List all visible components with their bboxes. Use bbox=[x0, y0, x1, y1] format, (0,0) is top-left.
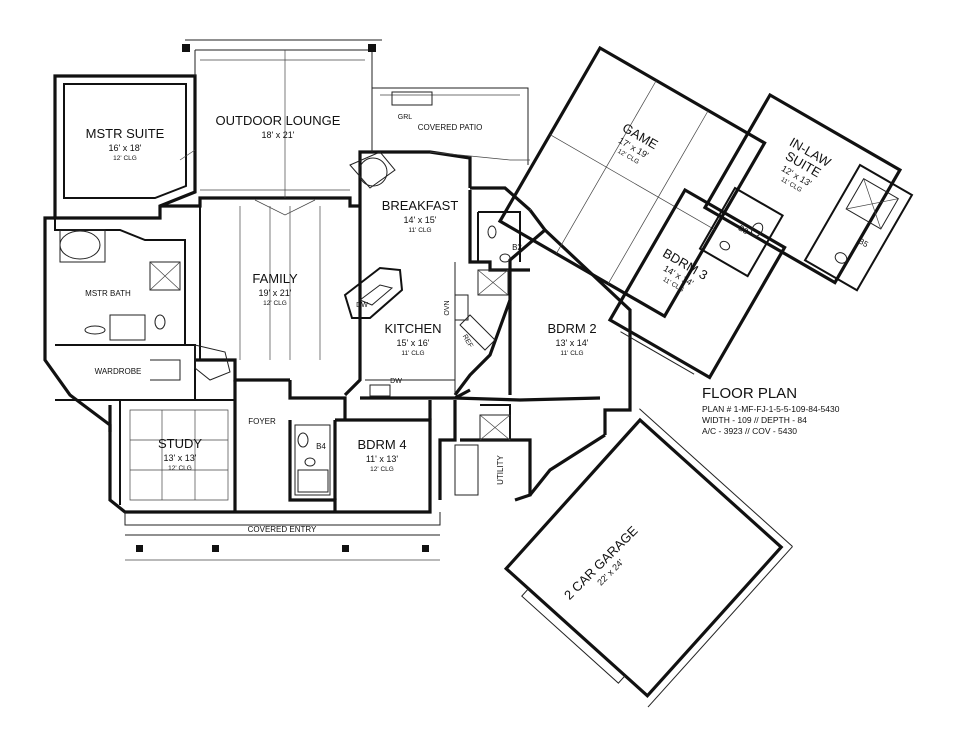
room-study: STUDY 13' x 13' 12' CLG bbox=[158, 436, 202, 472]
room-mstr-bath: MSTR BATH bbox=[85, 289, 131, 298]
room-game: GAME 17' x 19' 12' CLG bbox=[616, 120, 661, 166]
room-in-law-suite: IN-LAW SUITE 12' x 13' 11' CLG bbox=[779, 134, 834, 193]
room-utility: UTILITY bbox=[496, 454, 505, 484]
study-ceiling-grid bbox=[129, 409, 229, 501]
bdrm2-name: BDRM 2 bbox=[547, 321, 596, 336]
bdrm2-dim: 13' x 14' bbox=[556, 338, 589, 348]
room-wardrobe: WARDROBE bbox=[95, 367, 142, 376]
bath-b2-fixtures bbox=[477, 225, 511, 296]
bdrm4-name: BDRM 4 bbox=[357, 437, 406, 452]
mstr-suite-dim: 16' x 18' bbox=[109, 143, 142, 153]
kitchen-name: KITCHEN bbox=[384, 321, 441, 336]
covered-entry-name: COVERED ENTRY bbox=[248, 525, 317, 534]
bath-b4-fixtures bbox=[294, 424, 331, 496]
covered-patio-name: COVERED PATIO bbox=[418, 123, 483, 132]
b3-label: B3 bbox=[737, 223, 750, 236]
grill-label: GRL bbox=[398, 114, 413, 121]
east-wing-walls bbox=[365, 190, 632, 502]
family-name: FAMILY bbox=[252, 271, 298, 286]
study-dim: 13' x 13' bbox=[164, 453, 197, 463]
room-bdrm2: BDRM 2 13' x 14' 11' CLG bbox=[547, 321, 596, 357]
plan-info-line-1: PLAN # 1-MF-FJ-1-5-5-109-84-5430 bbox=[702, 404, 840, 414]
room-breakfast: BREAKFAST 14' x 15' 11' CLG bbox=[382, 198, 459, 234]
in-law-suite-walls bbox=[702, 92, 903, 285]
mstr-suite-name: MSTR SUITE bbox=[86, 126, 165, 141]
bdrm4-clg: 12' CLG bbox=[370, 466, 394, 473]
room-bdrm4: BDRM 4 11' x 13' 12' CLG bbox=[357, 437, 406, 473]
porch-posts bbox=[136, 44, 429, 552]
game-room-walls bbox=[497, 45, 767, 319]
room-mstr-suite: MSTR SUITE 16' x 18' 12' CLG bbox=[86, 126, 165, 162]
mstr-suite-clg: 12' CLG bbox=[113, 155, 137, 162]
kitchen-dim: 15' x 16' bbox=[397, 338, 430, 348]
breakfast-clg: 11' CLG bbox=[408, 227, 431, 234]
study-name: STUDY bbox=[158, 436, 202, 451]
ref-label: REF bbox=[461, 333, 474, 349]
kitchen-appliances bbox=[369, 294, 496, 397]
bath-b3-walls bbox=[698, 186, 784, 278]
room-covered-patio: COVERED PATIO GRL bbox=[398, 114, 483, 132]
room-covered-entry: COVERED ENTRY bbox=[248, 525, 317, 534]
b2-label: B2 bbox=[512, 243, 522, 252]
b4-label: B4 bbox=[316, 442, 326, 451]
family-ceiling-beams bbox=[239, 199, 321, 360]
mstr-bath-name: MSTR BATH bbox=[85, 289, 131, 298]
master-bath-fixtures bbox=[59, 229, 231, 381]
room-foyer: FOYER bbox=[248, 417, 276, 426]
room-garage: 2 CAR GARAGE 22' x 24' bbox=[561, 523, 641, 603]
bath-b5-walls bbox=[803, 163, 914, 292]
kitchen-dw-label: DW bbox=[390, 378, 402, 385]
bdrm4-dim: 11' x 13' bbox=[366, 454, 399, 464]
bdrm2-clg: 11' CLG bbox=[560, 350, 583, 357]
island-dw-label: DW bbox=[356, 302, 368, 309]
plan-info-block: FLOOR PLAN PLAN # 1-MF-FJ-1-5-5-109-84-5… bbox=[702, 385, 840, 436]
wardrobe-name: WARDROBE bbox=[95, 367, 142, 376]
outdoor-lounge-dim: 18' x 21' bbox=[262, 130, 295, 140]
family-dim: 19' x 21' bbox=[259, 288, 292, 298]
kitchen-clg: 11' CLG bbox=[401, 350, 424, 357]
plan-info-title: FLOOR PLAN bbox=[702, 385, 797, 402]
breakfast-dim: 14' x 15' bbox=[404, 215, 437, 225]
garage-walls bbox=[503, 408, 793, 708]
utility-name: UTILITY bbox=[496, 454, 505, 484]
oven-label: OVN bbox=[444, 300, 451, 315]
plan-info-line-3: A/C - 3923 // COV - 5430 bbox=[702, 426, 797, 436]
b5-label-group: B5 bbox=[857, 236, 870, 249]
b5-label: B5 bbox=[857, 236, 870, 249]
study-clg: 12' CLG bbox=[168, 465, 192, 472]
utility-fixtures bbox=[454, 414, 511, 496]
garage-name: 2 CAR GARAGE bbox=[561, 523, 641, 603]
breakfast-name: BREAKFAST bbox=[382, 198, 459, 213]
bdrm3-walls bbox=[607, 187, 787, 380]
plan-info-line-2: WIDTH - 109 // DEPTH - 84 bbox=[702, 415, 807, 425]
exterior-walls bbox=[43, 74, 532, 561]
room-family: FAMILY 19' x 21' 12' CLG bbox=[252, 271, 298, 307]
kitchen-island bbox=[343, 151, 404, 319]
room-outdoor-lounge: OUTDOOR LOUNGE 18' x 21' bbox=[216, 113, 341, 140]
room-kitchen: KITCHEN 15' x 16' 11' CLG bbox=[384, 321, 441, 357]
foyer-name: FOYER bbox=[248, 417, 276, 426]
family-clg: 12' CLG bbox=[263, 300, 287, 307]
b3-label-group: B3 bbox=[737, 223, 750, 236]
outdoor-lounge-name: OUTDOOR LOUNGE bbox=[216, 113, 341, 128]
